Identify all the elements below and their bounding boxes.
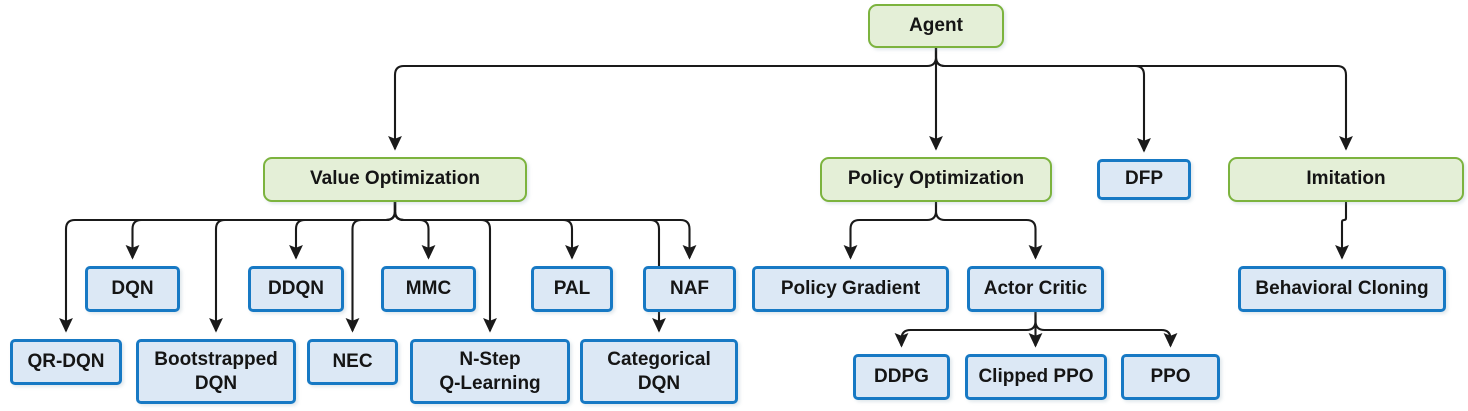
- node-pal[interactable]: PAL: [531, 266, 613, 312]
- edge-actor_critic-to-ddpg: [894, 312, 1037, 348]
- node-actor_critic[interactable]: Actor Critic: [967, 266, 1104, 312]
- node-label: Policy Gradient: [780, 277, 921, 299]
- node-label: DDQN: [268, 277, 324, 299]
- edge-actor_critic-to-ppo: [1034, 312, 1178, 348]
- edge-value_optimization-to-dqn: [125, 202, 397, 260]
- node-value_optimization[interactable]: Value Optimization: [263, 157, 527, 202]
- node-policy_optimization[interactable]: Policy Optimization: [820, 157, 1052, 202]
- edge-value_optimization-to-ddqn: [289, 202, 397, 260]
- node-label: Clipped PPO: [978, 365, 1094, 387]
- node-label: QR-DQN: [27, 350, 105, 372]
- node-nec[interactable]: NEC: [307, 339, 398, 385]
- node-label: Actor Critic: [983, 277, 1088, 299]
- node-dfp[interactable]: DFP: [1097, 159, 1191, 200]
- edge-policy_optimization-to-actor_critic: [934, 202, 1043, 260]
- edge-value_optimization-to-naf: [393, 202, 697, 260]
- node-clipped_ppo[interactable]: Clipped PPO: [965, 354, 1107, 400]
- edge-agent-to-imitation: [934, 48, 1353, 151]
- edge-agent-to-value_optimization: [388, 48, 938, 151]
- node-label: Behavioral Cloning: [1255, 277, 1429, 299]
- node-label: Agent: [909, 14, 963, 36]
- node-qr_dqn[interactable]: QR-DQN: [10, 339, 122, 385]
- node-label: DDPG: [874, 365, 929, 387]
- node-mmc[interactable]: MMC: [381, 266, 476, 312]
- node-policy_gradient[interactable]: Policy Gradient: [752, 266, 949, 312]
- node-ppo[interactable]: PPO: [1121, 354, 1220, 400]
- edge-policy_optimization-to-policy_gradient: [843, 202, 938, 260]
- node-imitation[interactable]: Imitation: [1228, 157, 1464, 202]
- edge-agent-to-dfp: [934, 48, 1151, 153]
- node-label: NAF: [669, 277, 710, 299]
- node-label: MMC: [405, 277, 452, 299]
- node-label: Imitation: [1306, 168, 1386, 190]
- node-label: DFP: [1125, 168, 1163, 190]
- node-naf[interactable]: NAF: [643, 266, 736, 312]
- node-label: DQN: [111, 277, 154, 299]
- node-dqn[interactable]: DQN: [85, 266, 180, 312]
- node-behavioral_cloning[interactable]: Behavioral Cloning: [1238, 266, 1446, 312]
- node-agent[interactable]: Agent: [868, 4, 1004, 48]
- node-label: Value Optimization: [310, 168, 480, 190]
- edge-value_optimization-to-pal: [393, 202, 579, 260]
- node-label: NEC: [332, 350, 373, 372]
- node-label: PPO: [1150, 365, 1191, 387]
- node-label: PAL: [553, 277, 591, 299]
- node-ddqn[interactable]: DDQN: [248, 266, 344, 312]
- edge-value_optimization-to-mmc: [393, 202, 436, 260]
- node-label: Policy Optimization: [847, 168, 1025, 190]
- node-ddpg[interactable]: DDPG: [853, 354, 950, 400]
- edge-imitation-to-behavioral_cloning: [1335, 202, 1349, 260]
